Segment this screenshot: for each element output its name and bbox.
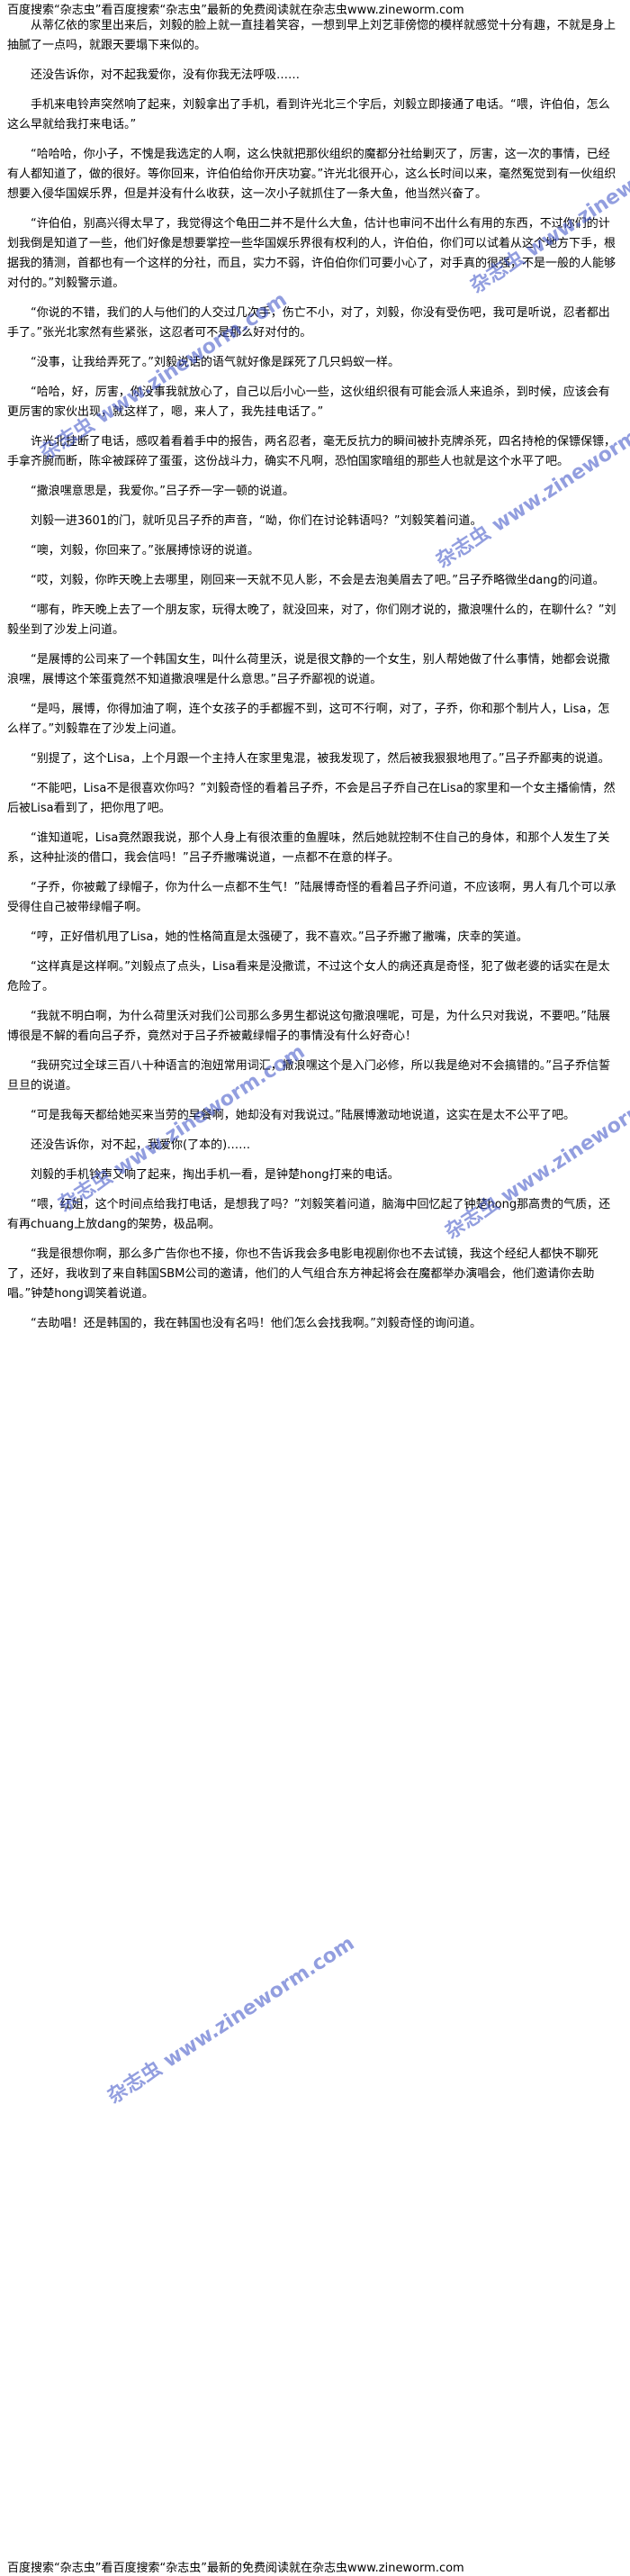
paragraph: “我就不明白啊，为什么荷里沃对我们公司那么多男生都说这句撒浪嘿呢，可是，为什么只… [7, 1010, 610, 1043]
paragraph: “是展博的公司来了一个韩国女生，叫什么荷里沃，说是很文静的一个女生，别人帮她做了… [7, 653, 610, 686]
paragraph: “别提了，这个Lisa，上个月跟一个主持人在家里鬼混，被我发现了，然后被我狠狠地… [31, 752, 610, 766]
paragraph: 刘毅一进3601的门，就听见吕子乔的声音，“呦，你们在讨论韩语吗？”刘毅笑着问道… [31, 514, 482, 528]
paragraph: “我是很想你啊，那么多广告你也不接，你也不告诉我会多电影电视剧你也不去试镜，我这… [7, 1247, 598, 1301]
paragraph: “噢，刘毅，你回来了。”张展搏惊讶的说道。 [31, 544, 259, 558]
paragraph: 还没告诉你，对不起，我爱你(了本的)…… [31, 1138, 251, 1152]
paragraph: 刘毅的手机铃声又响了起来，掏出手机一看，是钟楚hong打来的电话。 [31, 1168, 400, 1182]
paragraph: “没事，让我给弄死了。”刘毅说话的语气就好像是踩死了几只蚂蚁一样。 [31, 356, 400, 369]
paragraph: “许伯伯，别高兴得太早了，我觉得这个龟田二并不是什么大鱼，估计也审问不出什么有用… [7, 217, 616, 290]
paragraph: 还没告诉你，对不起我爱你，没有你我无法呼吸…… [31, 68, 301, 82]
paragraph: 许光北挂断了电话，感叹着看着手中的报告，两名忍者，毫无反抗力的瞬间被扑克牌杀死，… [7, 435, 616, 468]
chapter-content: 从蒂亿依的家里出来后，刘毅的脸上就一直挂着笑容，一想到早上刘艺菲傍惚的模样就感觉… [0, 16, 630, 2558]
paragraph: 从蒂亿依的家里出来后，刘毅的脸上就一直挂着笑容，一想到早上刘艺菲傍惚的模样就感觉… [7, 19, 616, 52]
paragraph: 手机来电铃声突然响了起来，刘毅拿出了手机，看到许光北三个字后，刘毅立即接通了电话… [7, 98, 610, 132]
paragraph: “哈哈，好，厉害，你没事我就放心了，自己以后小心一些，这伙组织很有可能会派人来追… [7, 385, 610, 419]
paragraph: “是吗，展博，你得加油了啊，连个女孩子的手都握不到，这可不行啊，对了，子乔，你和… [7, 703, 610, 736]
paragraph: “不能吧，Lisa不是很喜欢你吗？”刘毅奇怪的看着吕子乔，不会是吕子乔自己在Li… [7, 782, 616, 815]
paragraph: “哼，正好借机甩了Lisa，她的性格简直是太强硬了，我不喜欢。”吕子乔撇了撇嘴，… [31, 930, 528, 944]
paragraph: “撒浪嘿意思是，我爱你。”吕子乔一字一顿的说道。 [31, 485, 294, 498]
paragraph: “你说的不错，我们的人与他们的人交过几次手，伤亡不小，对了，刘毅，你没有受伤吧，… [7, 306, 610, 340]
paragraph: “我研究过全球三百八十种语言的泡妞常用词汇，撒浪嘿这个是入门必修，所以我是绝对不… [7, 1059, 610, 1093]
paragraph: “子乔，你被戴了绿帽子，你为什么一点都不生气！”陆展博奇怪的看着吕子乔问道，不应… [7, 881, 616, 914]
header-banner: 百度搜索“杂志虫”看百度搜索“杂志虫”最新的免费阅读就在杂志虫www.zinew… [7, 3, 464, 17]
paragraph: “喂，红姐，这个时间点给我打电话，是想我了吗？”刘毅笑着问道，脑海中回忆起了钟楚… [7, 1198, 611, 1231]
paragraph: “哎，刘毅，你昨天晚上去哪里，刚回来一天就不见人影，不会是去泡美眉去了吧。”吕子… [31, 574, 605, 587]
paragraph: “谁知道呢，Lisa竟然跟我说，那个人身上有很浓重的鱼腥味，然后她就控制不住自己… [7, 831, 610, 865]
footer-banner: 百度搜索“杂志虫”看百度搜索“杂志虫”最新的免费阅读就在杂志虫www.zinew… [7, 2561, 464, 2575]
paragraph: “可是我每天都给她买来当劳的早餐啊，她却没有对我说过。”陆展博激动地说道，这实在… [31, 1109, 575, 1122]
paragraph: “哪有，昨天晚上去了一个朋友家，玩得太晚了，就没回来，对了，你们刚才说的，撒浪嘿… [7, 603, 616, 637]
paragraph: “这样真是这样啊。”刘毅点了点头，Lisa看来是没撒谎，不过这个女人的病还真是奇… [7, 960, 610, 993]
paragraph: “去助唱！还是韩国的，我在韩国也没有名吗！他们怎么会找我啊。”刘毅奇怪的询问道。 [31, 1317, 482, 1330]
paragraph: “哈哈哈，你小子，不愧是我选定的人啊，这么快就把那伙组织的魔都分社给剿灭了，厉害… [7, 148, 616, 201]
